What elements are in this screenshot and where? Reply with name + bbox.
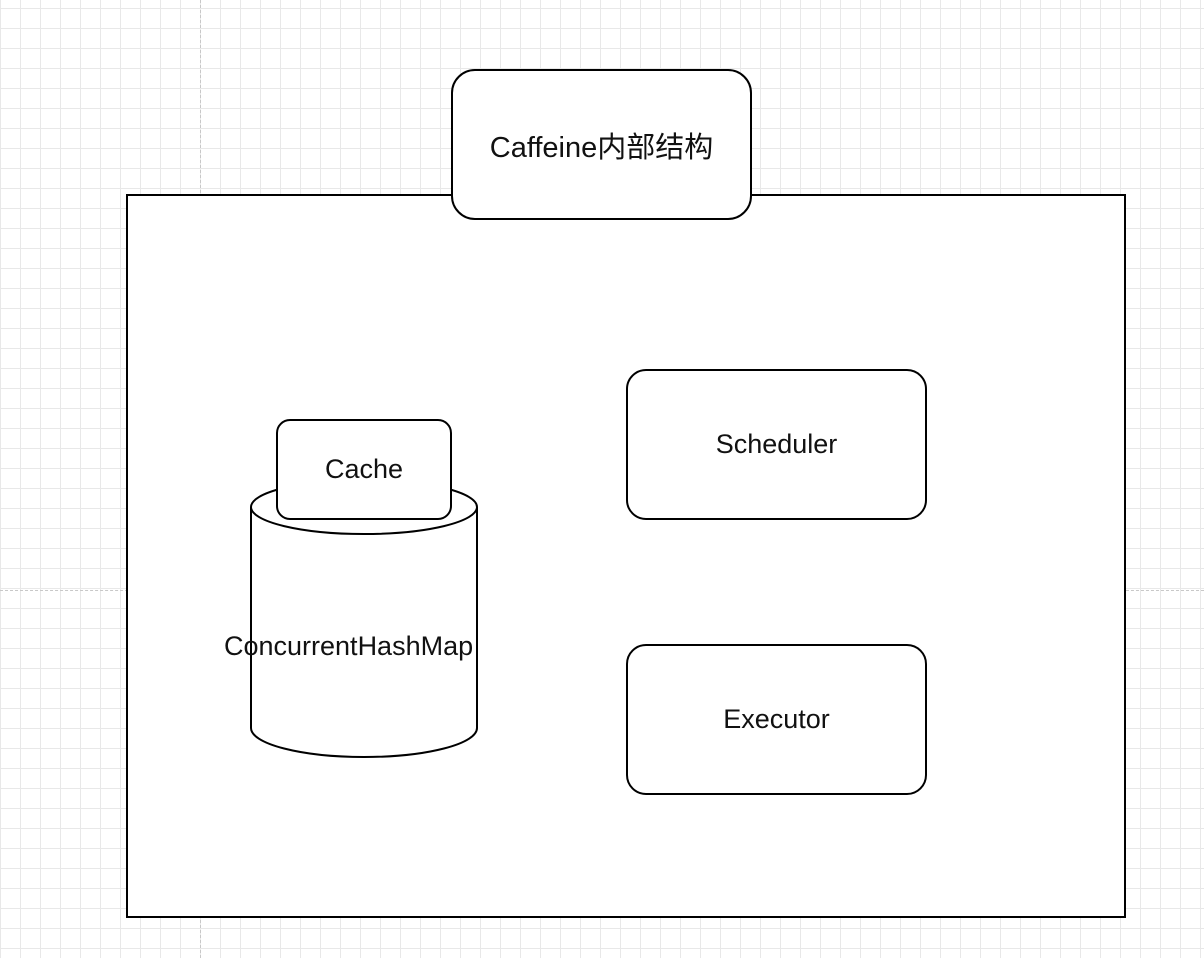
executor-node[interactable]: Executor xyxy=(626,644,927,795)
caffeine-title-label: Caffeine内部结构 xyxy=(489,131,714,164)
executor-label: Executor xyxy=(723,704,830,734)
scheduler-node[interactable]: Scheduler xyxy=(626,369,927,520)
cache-node[interactable]: Cache xyxy=(276,419,452,520)
scheduler-label: Scheduler xyxy=(715,429,838,459)
concurrent-hashmap-cylinder[interactable] xyxy=(248,478,480,762)
cache-label: Cache xyxy=(324,454,404,484)
concurrent-hashmap-label: ConcurrentHashMap xyxy=(224,631,474,661)
caffeine-title-node[interactable]: Caffeine内部结构 xyxy=(451,69,752,220)
